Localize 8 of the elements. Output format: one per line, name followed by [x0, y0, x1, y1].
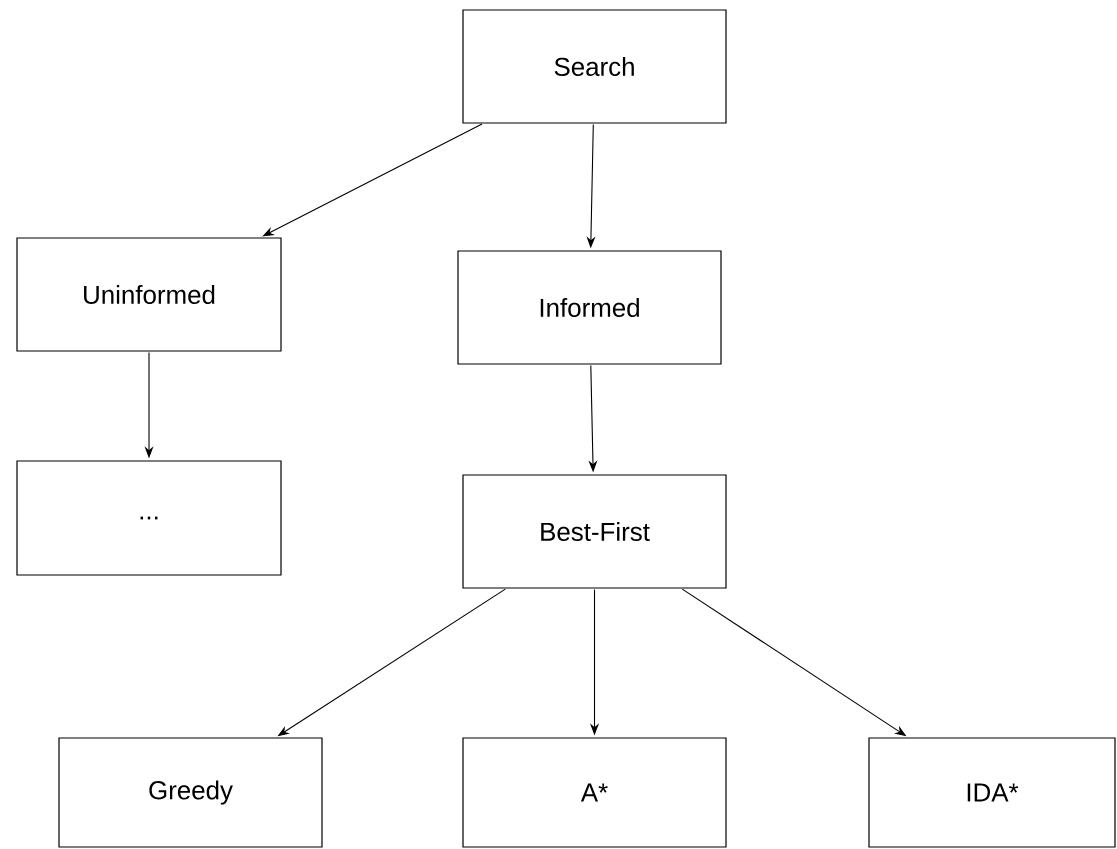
tree-box: Search — [462, 9, 727, 124]
tree-box: Uninformed — [16, 237, 282, 352]
tree-box: A* — [462, 737, 727, 848]
tree-box: ... — [16, 460, 282, 576]
tree-box: Best-First — [462, 474, 727, 589]
tree-box: Greedy — [58, 737, 323, 848]
tree-box: IDA* — [868, 737, 1116, 848]
tree-box: Informed — [457, 250, 722, 365]
